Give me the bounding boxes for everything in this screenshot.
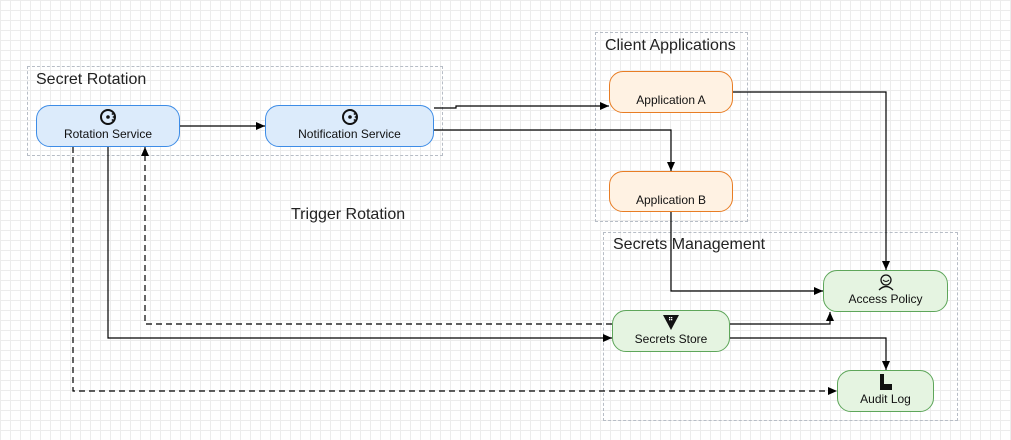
consul-icon bbox=[100, 109, 116, 125]
secrets-management-group bbox=[603, 232, 958, 421]
edge-secrets-store-to-access-policy bbox=[730, 312, 834, 325]
application-a-label: Application A bbox=[636, 93, 706, 107]
user-icon bbox=[878, 274, 893, 291]
secret-rotation-group-label: Secret Rotation bbox=[36, 71, 147, 88]
application-a-node[interactable]: Application A bbox=[609, 71, 733, 113]
secret-rotation-group bbox=[27, 66, 443, 156]
secrets-management-group-label: Secrets Management bbox=[613, 236, 766, 253]
edge-secrets-store-to-rotation bbox=[141, 147, 612, 325]
audit-log-label: Audit Log bbox=[860, 392, 911, 406]
trigger-rotation-label: Trigger Rotation bbox=[291, 206, 406, 223]
rotation-service-node[interactable]: Rotation Service bbox=[36, 105, 180, 147]
edge-rotation-to-secrets-store bbox=[107, 147, 612, 342]
application-b-node[interactable]: Application B bbox=[609, 171, 733, 212]
vault-icon bbox=[663, 315, 679, 330]
application-b-label: Application B bbox=[635, 192, 707, 207]
secrets-store-label: Secrets Store bbox=[634, 332, 708, 346]
edge-app-a-to-access-policy bbox=[733, 91, 890, 270]
notification-service-label: Notification Service bbox=[298, 127, 401, 141]
logstash-icon bbox=[879, 374, 892, 390]
edge-rotation-to-audit-log bbox=[72, 147, 837, 395]
secrets-store-node[interactable]: Secrets Store bbox=[612, 310, 730, 352]
access-policy-label: Access Policy bbox=[848, 292, 923, 306]
rotation-service-label: Rotation Service bbox=[63, 127, 153, 141]
edge-notification-to-app-a bbox=[434, 102, 609, 110]
client-applications-group-label: Client Applications bbox=[605, 37, 736, 54]
edge-app-b-to-access-policy bbox=[670, 212, 823, 295]
notification-service-node[interactable]: Notification Service bbox=[265, 105, 434, 147]
access-policy-node[interactable]: Access Policy bbox=[823, 270, 948, 312]
consul-icon bbox=[341, 109, 358, 125]
edge-secrets-store-to-audit-log bbox=[730, 337, 890, 370]
audit-log-node[interactable]: Audit Log bbox=[837, 370, 934, 412]
edge-notification-to-app-b bbox=[434, 129, 675, 171]
